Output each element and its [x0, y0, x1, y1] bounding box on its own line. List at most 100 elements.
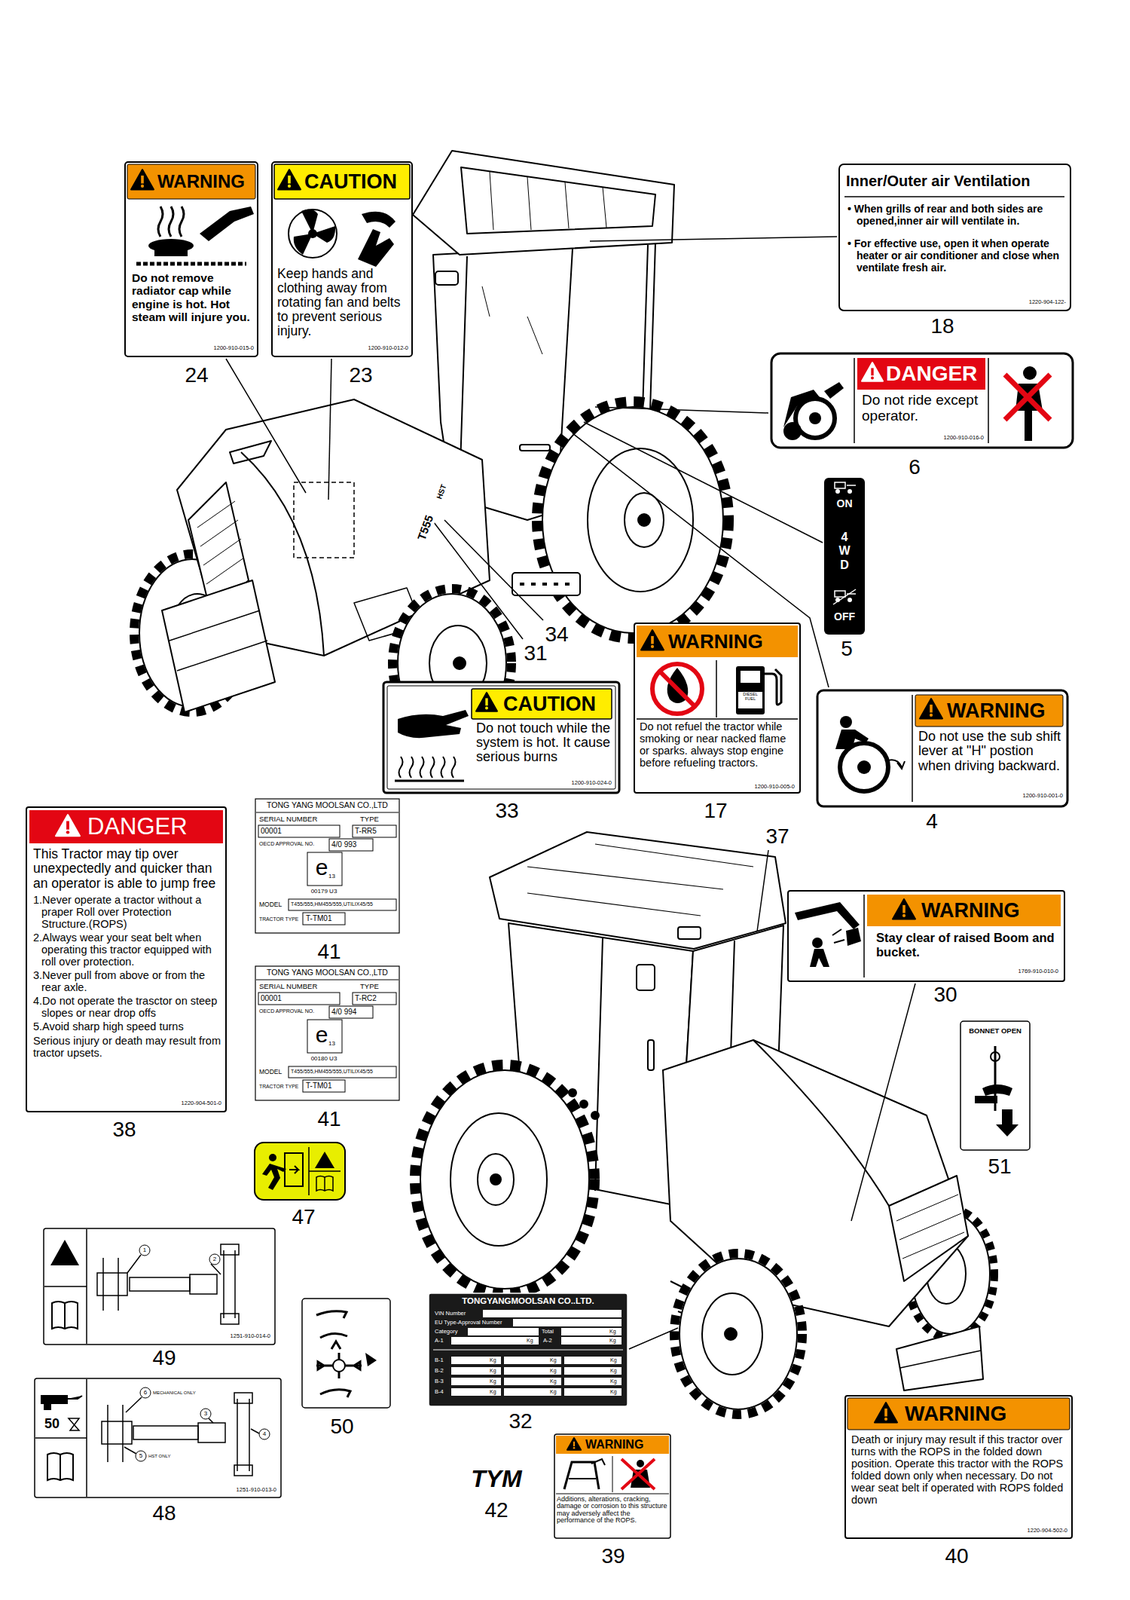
art-rect	[66, 820, 70, 829]
callout-number: 5	[838, 637, 856, 661]
art-path	[834, 482, 856, 489]
art-rect	[485, 697, 488, 706]
decal-title: BONNET OPEN	[961, 1026, 1030, 1036]
art-path	[568, 1477, 596, 1479]
art-circle	[1023, 366, 1037, 380]
plate-unit: Kg	[526, 1336, 538, 1344]
art-path	[293, 209, 336, 255]
art-path	[262, 1163, 287, 1190]
art-path	[896, 1194, 965, 1259]
art-rect	[738, 691, 763, 709]
art-rect	[34, 1377, 281, 1497]
art-rect	[352, 992, 397, 1005]
approval-plate: TONG YANG MOOLSAN CO.,LTDSERIAL NUMBERTY…	[254, 797, 401, 934]
warning-decal: WARNINGStay clear of raised Boom and buc…	[787, 889, 1066, 982]
art-path	[844, 195, 1065, 198]
danger-decal: DANGERThis Tractor may tip over unexpect…	[25, 806, 227, 1112]
art-rect	[857, 357, 986, 390]
caution-decal: CAUTIONDo not touch while the system is …	[382, 681, 620, 794]
decal-text: Serious injury or death may result from …	[33, 1035, 222, 1060]
signal-word: WARNING	[946, 695, 1060, 726]
art-path	[636, 659, 798, 719]
art-rect	[125, 161, 258, 357]
art-rect	[255, 798, 400, 933]
art-path	[995, 1108, 1019, 1137]
art-ellipse	[477, 1153, 514, 1205]
art-path	[35, 1378, 87, 1497]
art-circle	[268, 1153, 277, 1161]
art-rect	[503, 1377, 562, 1385]
art-path	[357, 229, 394, 267]
art-path	[753, 1039, 889, 1206]
plate-unit: Kg	[610, 1366, 621, 1375]
art-circle	[870, 375, 874, 379]
art-circle	[140, 1386, 151, 1398]
decal-text: MECHANICAL ONLY	[152, 1389, 214, 1396]
art-path	[397, 709, 469, 738]
art-rect	[503, 1356, 562, 1364]
art-circle	[573, 1446, 576, 1449]
art-rect	[293, 482, 355, 558]
art-polygon	[892, 898, 916, 919]
decal-artwork	[42, 1227, 276, 1345]
art-path	[44, 1228, 87, 1344]
plate-text: TYPE	[360, 982, 394, 991]
art-path	[974, 1095, 998, 1103]
brand-logo: TYM	[468, 1465, 525, 1492]
circled-number: 3	[200, 1408, 211, 1418]
warning-decal: WARNINGAdditions, alterations, cracking,…	[553, 1432, 672, 1539]
art-path	[47, 1452, 74, 1480]
plate-title: TONG YANG MOOLSAN CO.,LTD	[256, 800, 399, 810]
art-path	[158, 206, 184, 237]
art-ellipse	[624, 492, 664, 547]
art-circle	[839, 715, 853, 728]
art-rect	[884, 1407, 888, 1417]
art-rect	[435, 271, 459, 285]
plate-title: TONGYANGMOOLSAN CO..LTD.	[428, 1295, 628, 1306]
part-code: 1200-910-016-0	[882, 434, 984, 442]
art-ellipse	[587, 448, 694, 592]
callout-number: 41	[314, 1107, 343, 1131]
art-path	[428, 515, 523, 639]
art-rect	[564, 1377, 622, 1385]
art-rect	[284, 1152, 303, 1186]
part-code: 1200-910-012-0	[319, 345, 409, 352]
decal-47	[254, 1142, 346, 1200]
art-rect	[274, 164, 410, 199]
art-circle	[288, 209, 337, 258]
art-path	[591, 1458, 605, 1465]
art-polygon	[461, 167, 656, 234]
part-code: 1220-904-501-0	[116, 1099, 222, 1107]
art-rect	[451, 1387, 501, 1396]
service-decal: 506MECHANICAL ONLY35HST ONLY41251-910-01…	[33, 1377, 282, 1498]
plate-text: B-2	[434, 1366, 450, 1375]
art-path	[199, 206, 254, 242]
callout-number: 6	[906, 455, 923, 480]
plate-value: 4/0 994	[331, 1007, 373, 1017]
art-rect	[383, 681, 620, 793]
art-rect	[960, 1020, 1030, 1150]
decal-text: 1.Never operate a tractor without a prap…	[33, 894, 222, 931]
art-polygon	[277, 169, 301, 190]
art-rect	[129, 1276, 190, 1291]
part-code: 1220-904-502-0	[957, 1527, 1068, 1534]
art-circle	[308, 229, 318, 239]
art-circle	[591, 1111, 599, 1119]
art-rect	[29, 809, 223, 843]
art-rect	[254, 1142, 346, 1200]
art-rect	[839, 164, 1071, 311]
art-rect	[307, 852, 343, 886]
plate-value: T455/555,HM455/555,UTILIX45/55	[290, 1068, 395, 1075]
plate-text: MODEL	[259, 1068, 288, 1076]
art-polygon	[888, 1175, 969, 1281]
art-path	[833, 589, 856, 605]
art-circle	[453, 656, 466, 669]
art-rect	[387, 685, 616, 789]
art-circle	[66, 830, 70, 834]
art-polygon	[641, 629, 664, 650]
plate-value: 4/0 993	[331, 839, 373, 850]
art-path	[757, 849, 769, 932]
art-rect	[451, 1336, 539, 1344]
decal-text: 3.Never pull from above or from the rear…	[33, 969, 222, 994]
switch-text: OFF	[824, 610, 865, 623]
